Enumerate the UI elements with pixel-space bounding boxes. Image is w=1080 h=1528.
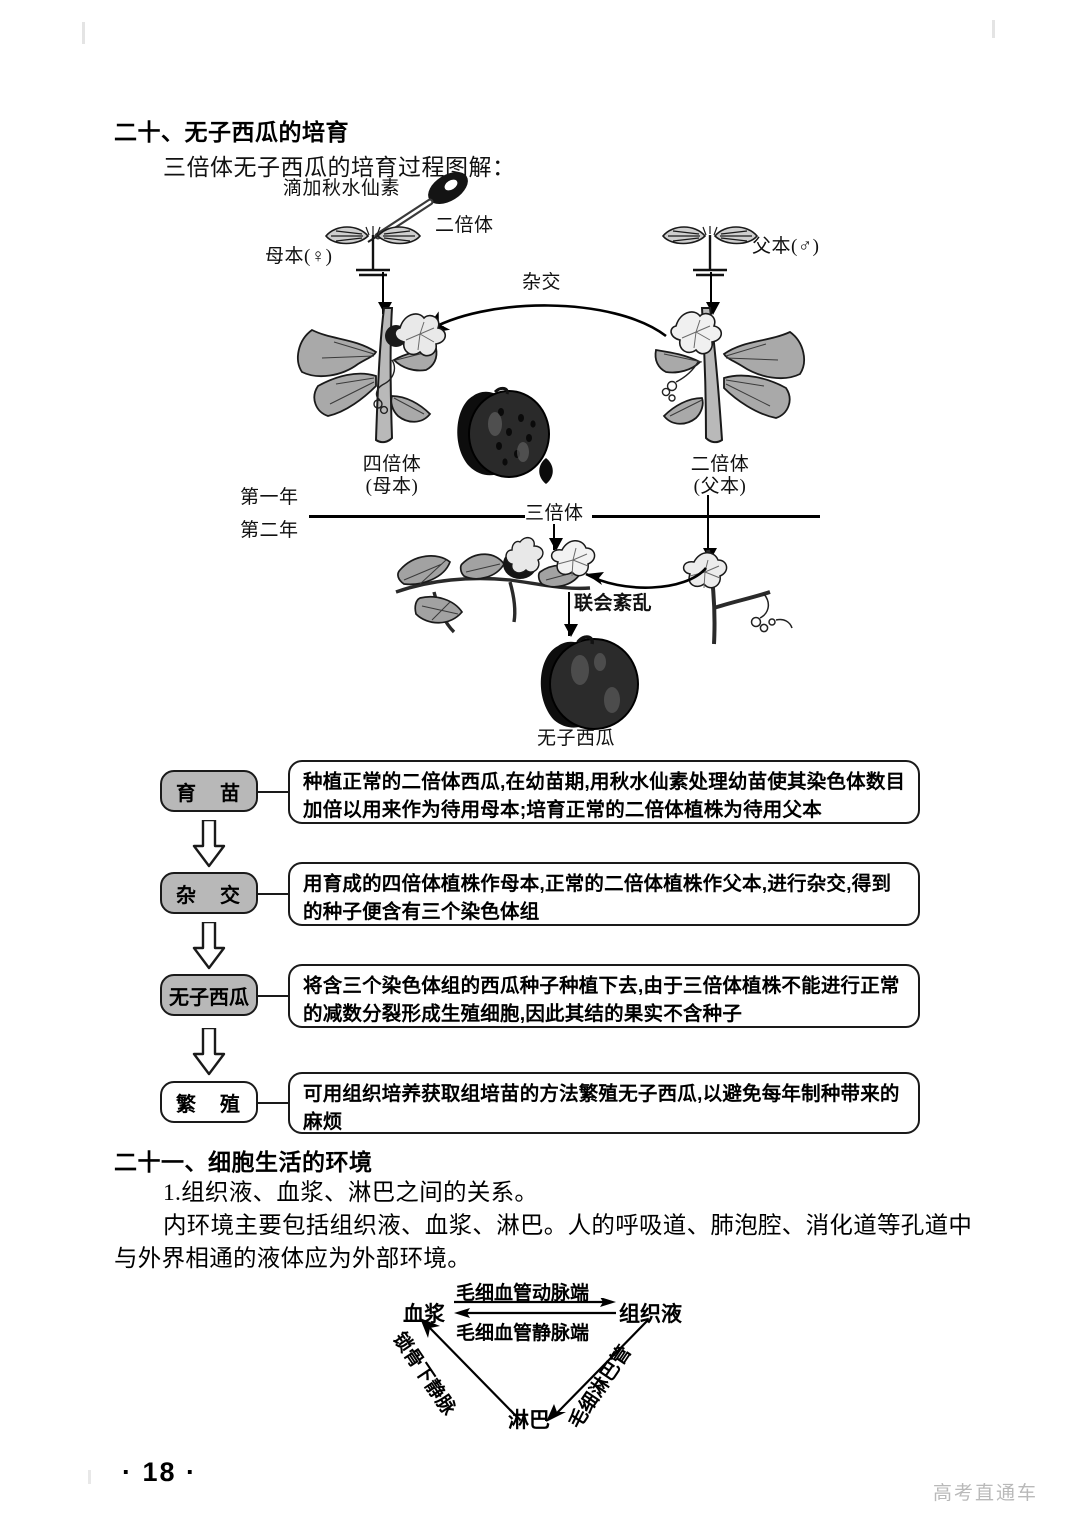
flow-text-box-1: 种植正常的二倍体西瓜,在幼苗期,用秋水仙素处理幼苗使其染色体数目加倍以用来作为待… [288,760,920,824]
flow-connector-4 [258,1102,290,1104]
flow-text-box-4: 可用组织培养获取组培苗的方法繁殖无子西瓜,以避免每年制种带来的麻烦 [288,1072,920,1134]
tetraploid-mother-label: 四倍体 (母本) [337,454,447,499]
diploid-father-line1: 二倍体 [690,454,750,475]
diploid-father-line2: (父本) [693,476,747,498]
flow-text-box-2: 用育成的四倍体植株作母本,正常的二倍体植株作父本,进行杂交,得到的种子便含有三个… [288,862,920,926]
arrow-triploid-down [548,524,563,551]
scan-artifact [992,20,995,38]
seedless-watermelon-sketch [540,635,639,730]
flow-connector-1 [258,791,290,793]
mother-seedling-sketch [324,226,422,277]
year-divider-left [309,515,525,518]
second-year-arc-arrow [585,567,707,589]
father-seedling-sketch [661,226,759,277]
colchicine-label: 滴加秋水仙素 [283,178,401,199]
diploid-father-label: 二倍体 (父本) [665,454,775,499]
father-plant-label: 父本(♂) [752,236,820,257]
flow-arrow-1-to-2 [192,820,226,868]
tri-node-tissue-fluid: 组织液 [619,1303,682,1326]
tetraploid-plant-sketch [297,307,447,444]
tri-edge-label-venous: 毛细血管静脉端 [456,1323,590,1344]
flow-arrow-3-to-4 [192,1028,226,1076]
scan-artifact [82,22,85,44]
arrow-meiosis-disorder [563,592,578,637]
diploid-top-label: 二倍体 [435,215,494,236]
triploid-plant-sketch [395,536,596,634]
flow-text-box-3: 将含三个染色体组的西瓜种子种植下去,由于三倍体植株不能进行正常的减数分裂形成生殖… [288,964,920,1028]
tetraploid-mother-line2: (母本) [365,476,419,498]
flow-stage-pill-4[interactable]: 繁 殖 [160,1081,258,1123]
seedless-watermelon-label: 无子西瓜 [537,728,616,749]
flow-text-4: 可用组织培养获取组培苗的方法繁殖无子西瓜,以避免每年制种带来的麻烦 [303,1083,900,1133]
meiosis-disorder-label: 联会紊乱 [574,593,653,614]
tetraploid-mother-line1: 四倍体 [362,454,422,475]
section-20-heading: 二十、无子西瓜的培育 [114,119,349,145]
triploid-label: 三倍体 [525,503,584,524]
scan-artifact [88,1470,91,1484]
watermark: 高考直通车 [933,1483,1039,1504]
mother-plant-label: 母本(♀) [265,246,333,267]
section-21-item-1: 1.组织液、血浆、淋巴之间的关系。 [163,1180,539,1206]
tri-top-arrows [454,1298,616,1318]
tri-node-lymph: 淋巴 [508,1409,550,1432]
cross-label: 杂交 [522,272,562,293]
year-one-label: 第一年 [240,487,299,508]
tetraploid-watermelon-sketch [457,386,550,478]
flow-arrow-2-to-3 [192,922,226,970]
tri-node-plasma: 血浆 [403,1303,445,1326]
flow-connector-2 [258,893,290,895]
flow-stage-pill-1[interactable]: 育 苗 [160,770,258,812]
flow-text-3: 将含三个染色体组的西瓜种子种植下去,由于三倍体植株不能进行正常的减数分裂形成生殖… [303,975,900,1025]
tri-edge-label-arterial: 毛细血管动脉端 [456,1283,590,1304]
flow-stage-pill-3[interactable]: 无子西瓜 [160,974,258,1016]
tri-right-arrow [546,1319,649,1422]
flow-stage-pill-2[interactable]: 杂 交 [160,872,258,914]
watermelon-seed-icon [539,458,553,484]
year-divider-right [592,515,820,518]
year-two-label: 第二年 [240,520,299,541]
flow-connector-3 [258,995,290,997]
year-divider-tick [707,495,709,537]
section-21-paragraph-line-1: 内环境主要包括组织液、血浆、淋巴。人的呼吸道、肺泡腔、消化道等孔道中 [163,1213,973,1239]
section-21-paragraph-line-2: 与外界相通的液体应为外部环境。 [114,1246,471,1272]
diploid-plant-sketch [654,307,805,444]
section-21-heading: 二十一、细胞生活的环境 [114,1149,373,1175]
flow-text-1: 种植正常的二倍体西瓜,在幼苗期,用秋水仙素处理幼苗使其染色体数目加倍以用来作为待… [303,771,906,821]
page-number: · 18 · [122,1457,198,1487]
flow-text-2: 用育成的四倍体植株作母本,正常的二倍体植株作父本,进行杂交,得到的种子便含有三个… [303,873,892,923]
tri-left-arrow [420,1318,519,1419]
